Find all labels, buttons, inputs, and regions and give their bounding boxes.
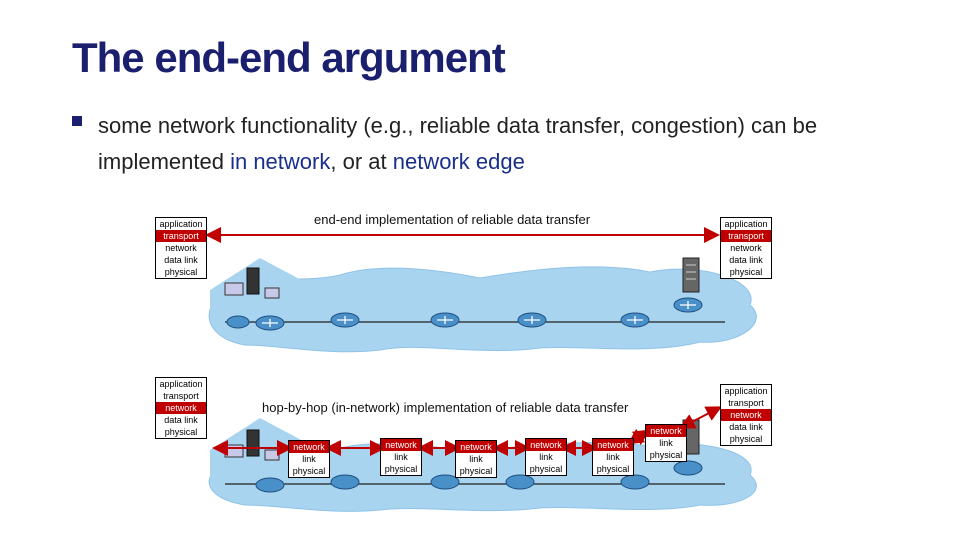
stack-layer-application: application <box>724 219 768 229</box>
router-icon <box>430 474 460 490</box>
server-icon <box>682 257 700 293</box>
bullet-text-part1: some network functionality (e.g., reliab… <box>98 113 818 174</box>
stack-layer-physical: physical <box>292 466 326 476</box>
stack-layer-link: link <box>606 452 620 462</box>
router-icon <box>330 474 360 490</box>
router-icon <box>255 315 285 331</box>
router-icon <box>620 312 650 328</box>
page-title: The end-end argument <box>72 34 506 81</box>
stack-layer-network: network <box>381 439 421 451</box>
stack-layer-network: network <box>165 243 197 253</box>
hop-arrow <box>627 428 650 446</box>
stack-layer-transport: transport <box>163 391 199 401</box>
stack-layer-physical: physical <box>459 466 493 476</box>
router-icon <box>505 474 535 490</box>
router-icon <box>517 312 547 328</box>
stack-layer-transport: transport <box>728 398 764 408</box>
stack-layer-physical: physical <box>729 267 763 277</box>
stack-layer-physical: physical <box>164 427 198 437</box>
bullet-text-part2: , or at <box>330 149 393 174</box>
end-end-label: end-end implementation of reliable data … <box>314 212 591 227</box>
stack-layer-link: link <box>469 454 483 464</box>
stack-layer-physical: physical <box>729 434 763 444</box>
pc-tower-icon <box>246 267 260 295</box>
router-icon <box>673 460 703 476</box>
pc-tower-icon <box>246 429 260 457</box>
stack-layer-physical: physical <box>596 464 630 474</box>
laptop-icon <box>264 287 280 299</box>
hop-arrow <box>678 406 723 429</box>
stack-layer-transport: transport <box>156 230 206 242</box>
stack-layer-data-link: data link <box>729 422 763 432</box>
top-network-cloud <box>208 266 757 353</box>
top-right-server <box>682 257 700 293</box>
bullet-marker <box>72 116 82 126</box>
stack-layer-link: link <box>659 438 673 448</box>
laptop-icon <box>264 449 280 461</box>
stack-layer-application: application <box>724 386 768 396</box>
stack-layer-transport: transport <box>721 230 771 242</box>
router-icon <box>673 297 703 313</box>
stack-layer-link: link <box>394 452 408 462</box>
laptop-icon <box>224 444 244 458</box>
stack-layer-link: link <box>539 452 553 462</box>
stack-layer-physical: physical <box>649 450 683 460</box>
router-icon <box>620 474 650 490</box>
bullet-text: some network functionality (e.g., reliab… <box>98 108 898 180</box>
router-icon <box>226 315 250 329</box>
stack-layer-network: network <box>593 439 633 451</box>
stack-layer-network: network <box>646 425 686 437</box>
network-edge-text: network edge <box>392 149 525 174</box>
stack-layer-application: application <box>159 379 203 389</box>
stack-layer-network: network <box>156 402 206 414</box>
stack-layer-network: network <box>456 441 496 453</box>
stack-layer-link: link <box>302 454 316 464</box>
stack-layer-application: application <box>159 219 203 229</box>
in-network-text: in network <box>230 149 331 174</box>
stack-layer-network: network <box>721 409 771 421</box>
stack-layer-data-link: data link <box>729 255 763 265</box>
laptop-icon <box>224 282 244 296</box>
router-icon <box>330 312 360 328</box>
stack-layer-network: network <box>289 441 329 453</box>
router-icon <box>255 477 285 493</box>
top-routers <box>226 297 703 331</box>
hop-by-hop-label: hop-by-hop (in-network) implementation o… <box>262 400 629 415</box>
stack-layer-data-link: data link <box>164 255 198 265</box>
stack-layer-physical: physical <box>164 267 198 277</box>
bottom-routers <box>255 460 703 493</box>
stack-layer-data-link: data link <box>164 415 198 425</box>
stack-layer-physical: physical <box>529 464 563 474</box>
top-left-hosts <box>224 267 280 299</box>
stack-layer-network: network <box>730 243 762 253</box>
stack-layer-physical: physical <box>384 464 418 474</box>
router-icon <box>430 312 460 328</box>
stack-layer-network: network <box>526 439 566 451</box>
